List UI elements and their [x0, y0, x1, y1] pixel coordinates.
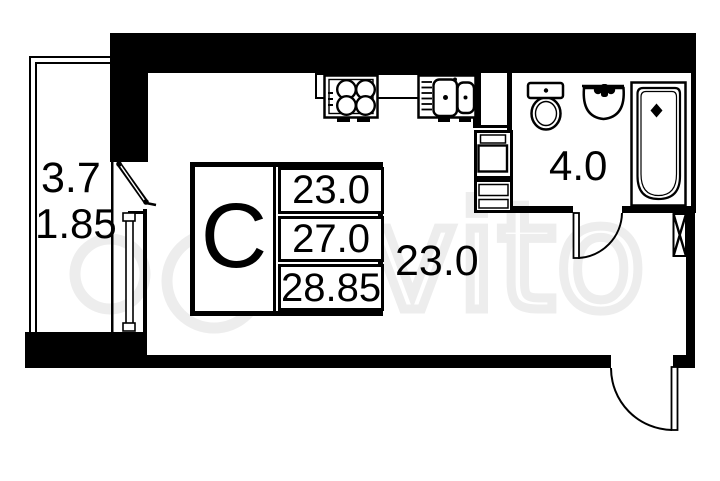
wall-left-column [110, 33, 148, 162]
bathtub-icon [630, 81, 687, 207]
toilet-icon [526, 81, 565, 131]
apartment-type-cell: С [195, 167, 276, 311]
wall-balcony-divider-line [111, 162, 114, 332]
entrance-door-swing-arc [610, 367, 673, 431]
wall-bathroom-bottom-left [512, 206, 573, 213]
window-end-cap [122, 322, 136, 332]
vent-shaft-icon [672, 213, 688, 257]
balcony-door-handle-tick [145, 201, 157, 207]
window-end-cap [122, 212, 136, 222]
balcony-door-leaf-core [119, 164, 146, 202]
floor-area-cell: 27.0 [278, 215, 385, 263]
apartment-stamp-table: С 23.0 27.0 28.85 [190, 162, 385, 316]
wall-kitchen-pillar [473, 73, 481, 128]
shaft-cabinets [474, 130, 513, 213]
living-area-cell: 23.0 [278, 167, 385, 214]
bathtub-drain [650, 103, 663, 118]
wall-pillar-bottom-line [481, 125, 507, 128]
balcony-door-hinge-dot [116, 161, 122, 167]
window-sill-line [128, 211, 147, 214]
window-bar [125, 215, 134, 329]
wall-top [110, 33, 696, 73]
balcony-door [116, 161, 157, 207]
bathroom-area-label: 4.0 [549, 142, 608, 189]
entrance-door-leaf [670, 366, 679, 431]
entrance-door [610, 366, 679, 431]
watermark-logo-circle [69, 233, 151, 315]
walls [25, 33, 696, 368]
wall-right-thick [686, 206, 695, 368]
wall-bathroom-bottom-right [622, 206, 696, 213]
total-area-cell: 28.85 [278, 264, 385, 312]
kitchen-sink-icon [417, 74, 477, 122]
stamp-areas-column: 23.0 27.0 28.85 [278, 167, 385, 312]
kitchen-unit [315, 73, 477, 122]
wall-window-jamb [143, 209, 147, 332]
balcony-area-label: 3.7 [41, 154, 101, 202]
wall-balcony-bottom [25, 332, 147, 368]
balcony-inner-line [35, 62, 110, 332]
cabinet-box-upper [474, 130, 513, 179]
bathroom-door [572, 212, 623, 259]
balcony-reduced-area-label: 1.85 [35, 200, 117, 247]
washbasin-icon [582, 84, 625, 121]
wall-bottom [147, 355, 611, 368]
bathroom-door-leaf [572, 212, 580, 259]
wall-entry-stub [673, 355, 695, 368]
balcony-window [122, 212, 136, 332]
stove-icon [323, 74, 379, 122]
bathroom-door-swing-arc [577, 212, 623, 259]
wall-right-thin [691, 70, 696, 209]
room-area-label: 23.0 [395, 237, 479, 285]
cabinet-box-lower [474, 179, 513, 213]
balcony-outline [29, 56, 110, 332]
bathroom-fixtures [526, 81, 687, 207]
balcony-outer-line [29, 56, 110, 332]
